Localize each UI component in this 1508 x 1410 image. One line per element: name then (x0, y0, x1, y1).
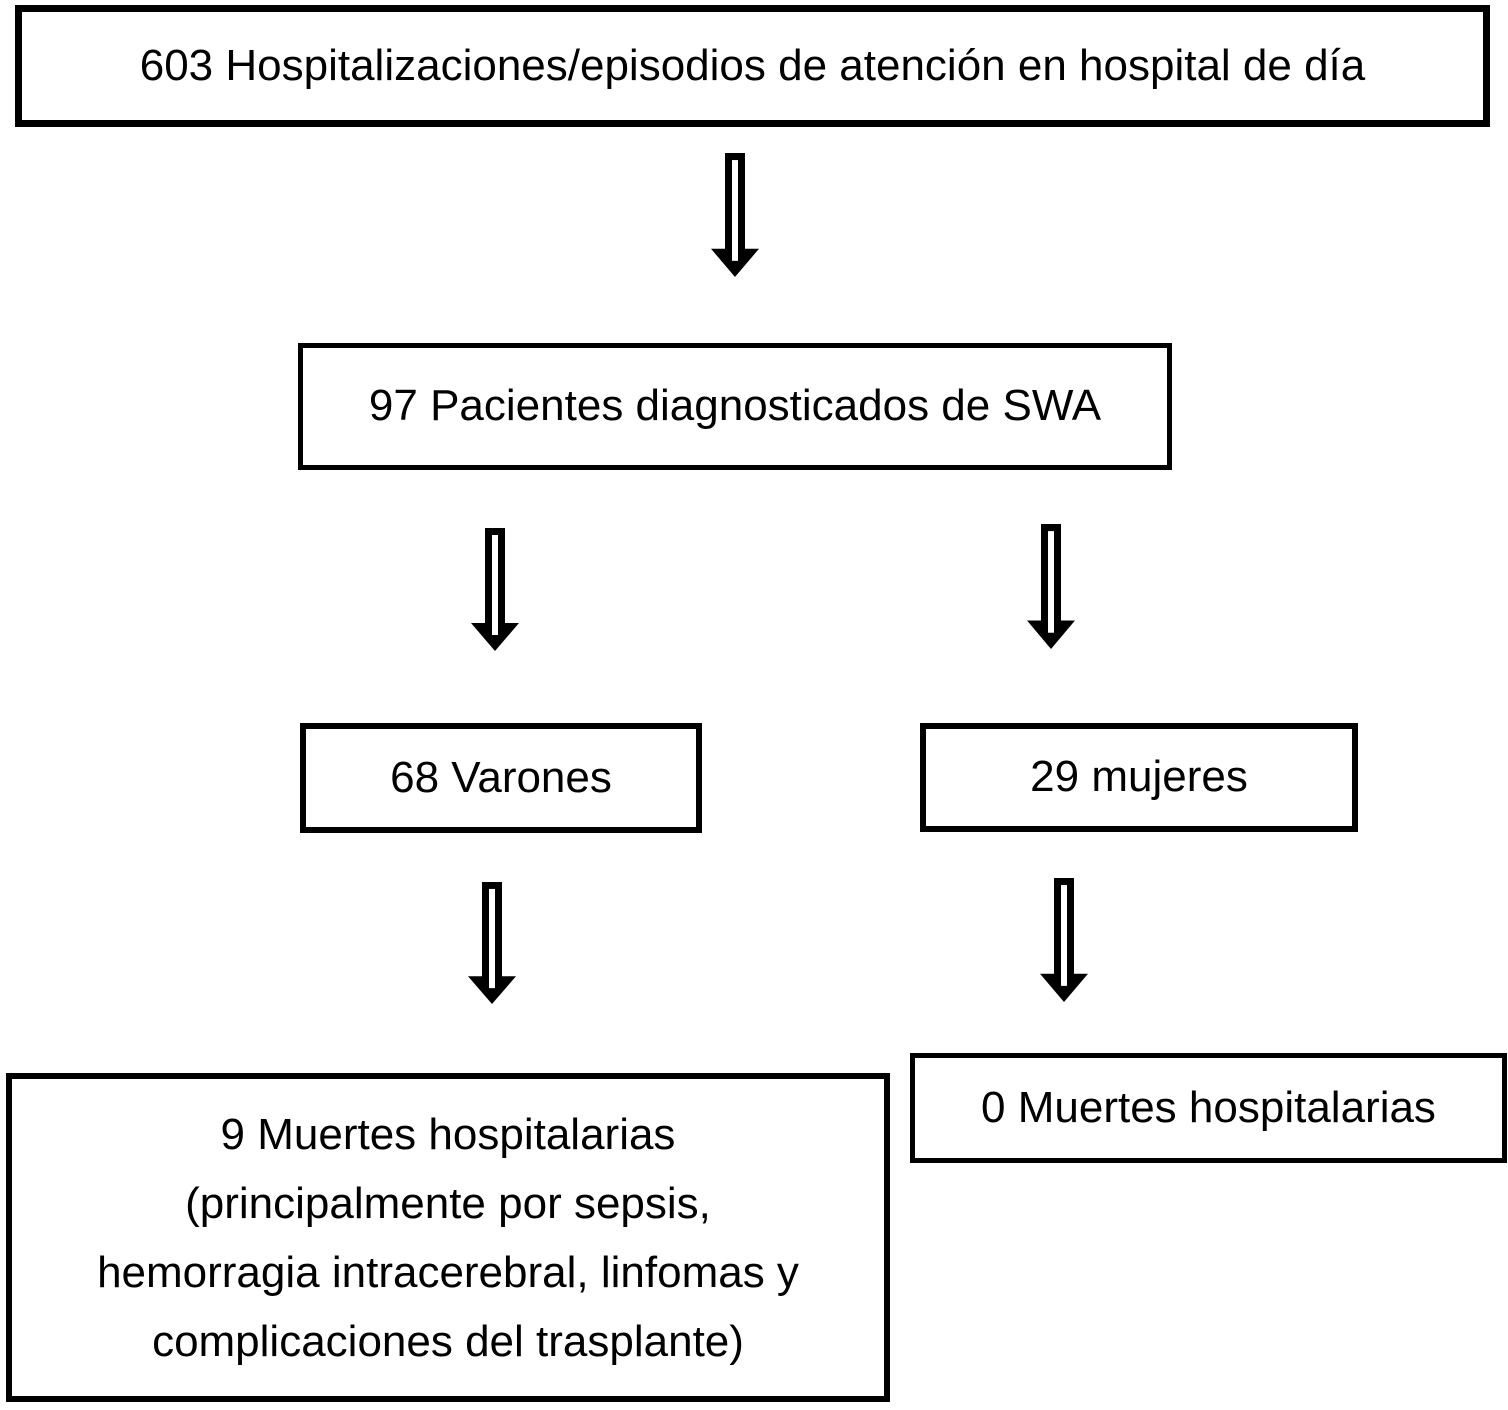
box-male-deaths: 9 Muertes hospitalarias (principalmente … (6, 1073, 890, 1402)
male-deaths-line-3: hemorragia intracerebral, linfomas y (97, 1247, 799, 1297)
male-deaths-line-4: complicaciones del trasplante) (152, 1316, 744, 1366)
box-females: 29 mujeres (920, 723, 1358, 832)
down-arrow-icon (1027, 524, 1075, 649)
box-male-deaths-label: 9 Muertes hospitalarias (principalmente … (97, 1100, 799, 1376)
box-female-deaths-label: 0 Muertes hospitalarias (981, 1082, 1436, 1132)
down-arrow-icon (471, 528, 519, 651)
down-arrow-icon (468, 882, 516, 1005)
box-females-label: 29 mujeres (1030, 752, 1248, 802)
male-deaths-line-1: 9 Muertes hospitalarias (220, 1109, 676, 1159)
box-diagnosed-swa: 97 Pacientes diagnosticados de SWA (298, 343, 1172, 470)
box-hospitalizations: 603 Hospitalizaciones/episodios de atenc… (15, 5, 1490, 127)
box-males-label: 68 Varones (390, 752, 612, 802)
down-arrow-icon (1040, 878, 1088, 1002)
male-deaths-line-2: (principalmente por sepsis, (185, 1178, 711, 1228)
box-diagnosed-swa-label: 97 Pacientes diagnosticados de SWA (368, 381, 1102, 431)
box-female-deaths: 0 Muertes hospitalarias (910, 1053, 1507, 1163)
box-hospitalizations-label: 603 Hospitalizaciones/episodios de atenc… (139, 40, 1366, 90)
box-males: 68 Varones (300, 723, 702, 833)
down-arrow-icon (711, 153, 759, 277)
